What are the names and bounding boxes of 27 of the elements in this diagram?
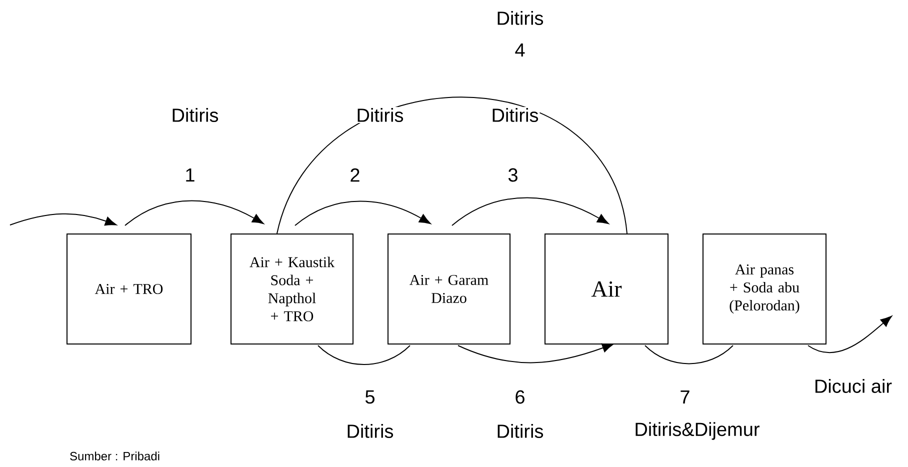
- process-box: Air panas + Soda abu (Pelorodan): [702, 234, 826, 344]
- arrow: [808, 316, 892, 354]
- edge-label: 1: [186, 168, 194, 182]
- edge-label: 5: [365, 390, 374, 404]
- arrow: [10, 213, 117, 226]
- step-label: Ditiris: [495, 423, 545, 439]
- arrow: [124, 200, 264, 226]
- arrow: [458, 343, 614, 364]
- step-label: Dicuci air: [812, 378, 894, 394]
- edge-label: 6: [516, 390, 524, 404]
- edge-label: 2: [350, 168, 360, 182]
- edge-label: 4: [515, 43, 525, 57]
- step-label: Ditiris: [170, 107, 220, 123]
- step-label: Ditiris: [355, 107, 405, 123]
- process-box: Air + Garam Diazo: [388, 234, 510, 344]
- caption: Sumber : Pribadi: [70, 452, 160, 460]
- edge-label: 7: [680, 390, 690, 404]
- step-label: Ditiris: [345, 423, 395, 439]
- arrow: [294, 200, 431, 226]
- process-box: Air + TRO: [66, 234, 192, 344]
- arrow: [452, 197, 609, 226]
- edge-label: 3: [508, 168, 518, 182]
- step-label: Ditiris: [490, 107, 540, 123]
- step-label: Ditiris: [495, 10, 545, 26]
- process-box: Air: [544, 234, 668, 344]
- process-box: Air + Kaustik Soda + Napthol + TRO: [230, 234, 354, 344]
- step-label: Ditiris&Dijemur: [633, 421, 761, 441]
